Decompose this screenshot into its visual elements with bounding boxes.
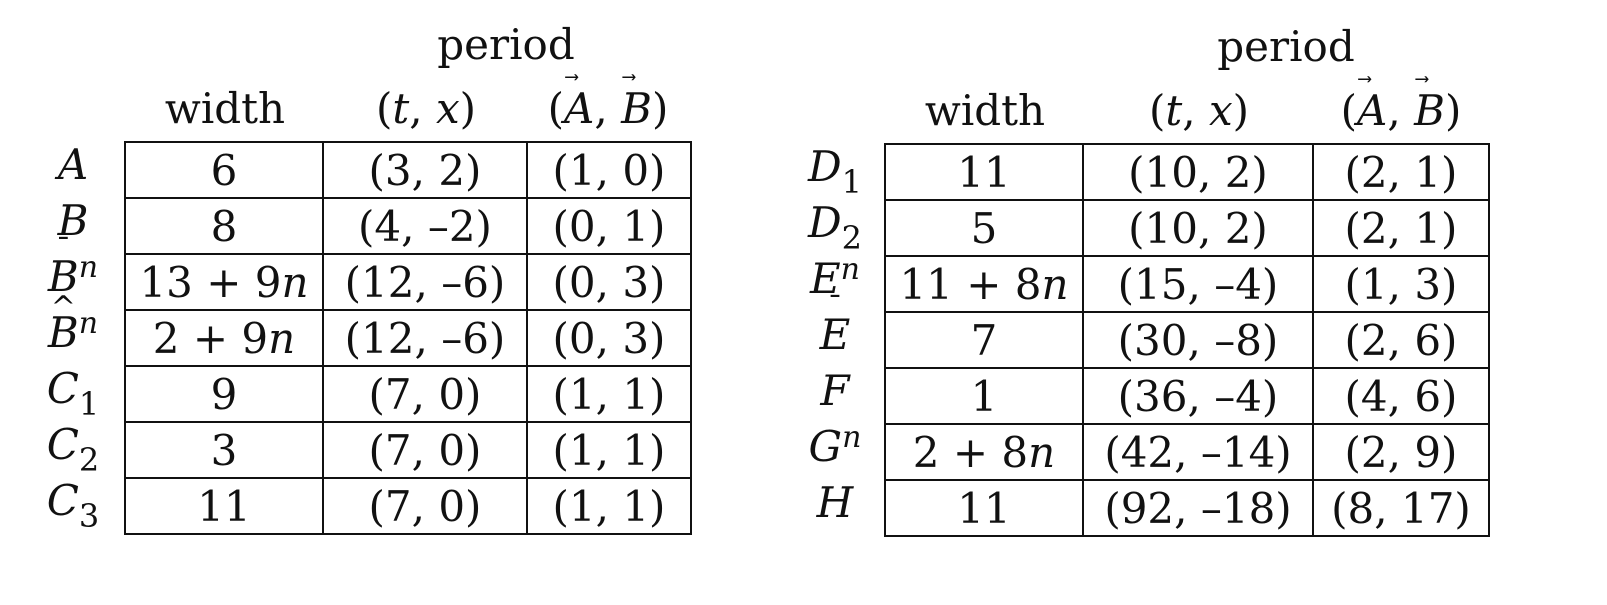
right-tx-cell: (10, 2) xyxy=(1082,143,1314,201)
left-width-cell: 2 + 9n xyxy=(124,309,324,367)
left-tx-cell: (7, 0) xyxy=(322,421,528,479)
left-row-label-c1: C1 xyxy=(46,364,100,423)
table-row: 11 (10, 2) (2, 1) xyxy=(884,143,1490,201)
right-tx-header: (t, x) xyxy=(1148,86,1250,135)
table-row: 2 + 8n (42, –14) (2, 9) xyxy=(884,423,1490,481)
left-width-cell: 6 xyxy=(124,141,324,199)
left-width-cell: 9 xyxy=(124,365,324,423)
left-ab-cell: (0, 3) xyxy=(526,253,692,311)
table-row: 2 + 9n (12, –6) (0, 3) xyxy=(124,309,692,367)
left-tx-header: (t, x) xyxy=(375,84,477,133)
right-row-label-f: F xyxy=(820,366,850,415)
left-tx-cell: (7, 0) xyxy=(322,477,528,535)
table-row: 13 + 9n (12, –6) (0, 3) xyxy=(124,253,692,311)
right-row-label-d2: D2 xyxy=(807,198,863,257)
left-tx-cell: (12, –6) xyxy=(322,253,528,311)
right-ab-cell: (8, 17) xyxy=(1312,479,1490,537)
left-width-cell: 8 xyxy=(124,197,324,255)
right-ab-cell: (1, 3) xyxy=(1312,255,1490,313)
right-row-label-h: H xyxy=(816,478,854,527)
right-table: 11 (10, 2) (2, 1) 5 (10, 2) (2, 1) 11 + … xyxy=(884,143,1490,537)
left-width-cell: 11 xyxy=(124,477,324,535)
left-row-label-b: B xyxy=(57,196,89,245)
left-ab-cell: (1, 1) xyxy=(526,477,692,535)
right-width-cell: 7 xyxy=(884,311,1084,369)
right-tx-cell: (42, –14) xyxy=(1082,423,1314,481)
left-tx-cell: (3, 2) xyxy=(322,141,528,199)
left-row-label-a: A xyxy=(57,140,89,189)
left-tx-cell: (4, –2) xyxy=(322,197,528,255)
left-ab-cell: (0, 3) xyxy=(526,309,692,367)
right-ab-cell: (2, 6) xyxy=(1312,311,1490,369)
left-table: 6 (3, 2) (1, 0) 8 (4, –2) (0, 1) 13 + 9n… xyxy=(124,141,692,535)
right-tx-cell: (36, –4) xyxy=(1082,367,1314,425)
left-ab-cell: (1, 1) xyxy=(526,365,692,423)
left-row-label-bhat-n: B^n xyxy=(47,290,99,357)
right-width-cell: 11 + 8n xyxy=(884,255,1084,313)
right-width-cell: 11 xyxy=(884,479,1084,537)
right-width-cell: 5 xyxy=(884,199,1084,257)
left-width-cell: 13 + 9n xyxy=(124,253,324,311)
table-row: 6 (3, 2) (1, 0) xyxy=(124,141,692,199)
left-period-header: period xyxy=(437,20,575,69)
right-width-header: width xyxy=(924,86,1046,135)
table-row: 9 (7, 0) (1, 1) xyxy=(124,365,692,423)
right-ab-cell: (2, 9) xyxy=(1312,423,1490,481)
table-row: 3 (7, 0) (1, 1) xyxy=(124,421,692,479)
left-ab-cell: (1, 0) xyxy=(526,141,692,199)
right-row-label-d1: D1 xyxy=(807,142,863,201)
left-row-label-c2: C2 xyxy=(46,420,100,479)
table-row: 11 (7, 0) (1, 1) xyxy=(124,477,692,535)
left-ab-cell: (1, 1) xyxy=(526,421,692,479)
table-row: 11 (92, –18) (8, 17) xyxy=(884,479,1490,537)
table-row: 1 (36, –4) (4, 6) xyxy=(884,367,1490,425)
left-row-label-c3: C3 xyxy=(46,476,100,535)
left-tx-cell: (12, –6) xyxy=(322,309,528,367)
right-tx-cell: (15, –4) xyxy=(1082,255,1314,313)
right-ab-cell: (4, 6) xyxy=(1312,367,1490,425)
right-tx-cell: (30, –8) xyxy=(1082,311,1314,369)
table-row: 5 (10, 2) (2, 1) xyxy=(884,199,1490,257)
right-ab-cell: (2, 1) xyxy=(1312,199,1490,257)
right-period-header: period xyxy=(1217,22,1355,71)
right-row-label-ebar: E¯ xyxy=(819,290,851,359)
right-row-label-e-n: En xyxy=(810,252,860,303)
left-ab-cell: (0, 1) xyxy=(526,197,692,255)
table-row: 8 (4, –2) (0, 1) xyxy=(124,197,692,255)
left-width-header: width xyxy=(164,84,286,133)
right-row-label-g-n: Gn xyxy=(808,420,862,471)
left-tx-cell: (7, 0) xyxy=(322,365,528,423)
table-row: 7 (30, –8) (2, 6) xyxy=(884,311,1490,369)
right-width-cell: 1 xyxy=(884,367,1084,425)
left-ab-header: (A⃗, B⃗) xyxy=(547,84,669,133)
right-ab-header: (A⃗, B⃗) xyxy=(1340,86,1462,135)
left-row-label-bbar-n: B¯n xyxy=(47,232,99,301)
right-width-cell: 11 xyxy=(884,143,1084,201)
table-row: 11 + 8n (15, –4) (1, 3) xyxy=(884,255,1490,313)
left-width-cell: 3 xyxy=(124,421,324,479)
right-width-cell: 2 + 8n xyxy=(884,423,1084,481)
right-tx-cell: (92, –18) xyxy=(1082,479,1314,537)
right-ab-cell: (2, 1) xyxy=(1312,143,1490,201)
right-tx-cell: (10, 2) xyxy=(1082,199,1314,257)
